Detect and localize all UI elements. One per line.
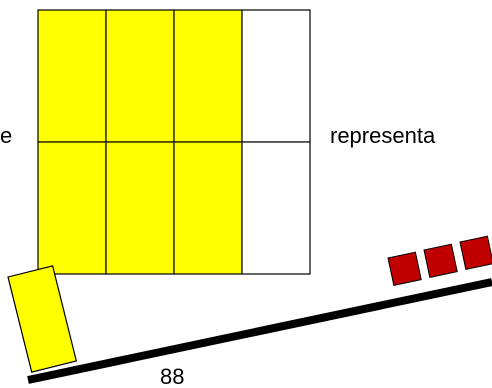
yellow-block: [7, 265, 78, 373]
grid-cell-shaded: [37, 9, 107, 143]
page-number: 88: [160, 364, 184, 388]
right-text: representa: [330, 123, 436, 148]
grid-cell-shaded: [105, 141, 175, 275]
grid-cell-shaded: [105, 9, 175, 143]
left-text: e: [0, 123, 12, 148]
grid-cell-empty: [241, 141, 311, 275]
grid-cell-shaded: [173, 9, 243, 143]
red-blocks-group: [387, 235, 492, 286]
inclined-ramp: [27, 278, 492, 384]
red-block: [459, 235, 492, 270]
fraction-grid: [37, 9, 311, 275]
grid-cell-shaded: [173, 141, 243, 275]
grid-cell-empty: [241, 9, 311, 143]
red-block: [423, 243, 458, 278]
red-block: [387, 251, 422, 286]
grid-cell-shaded: [37, 141, 107, 275]
